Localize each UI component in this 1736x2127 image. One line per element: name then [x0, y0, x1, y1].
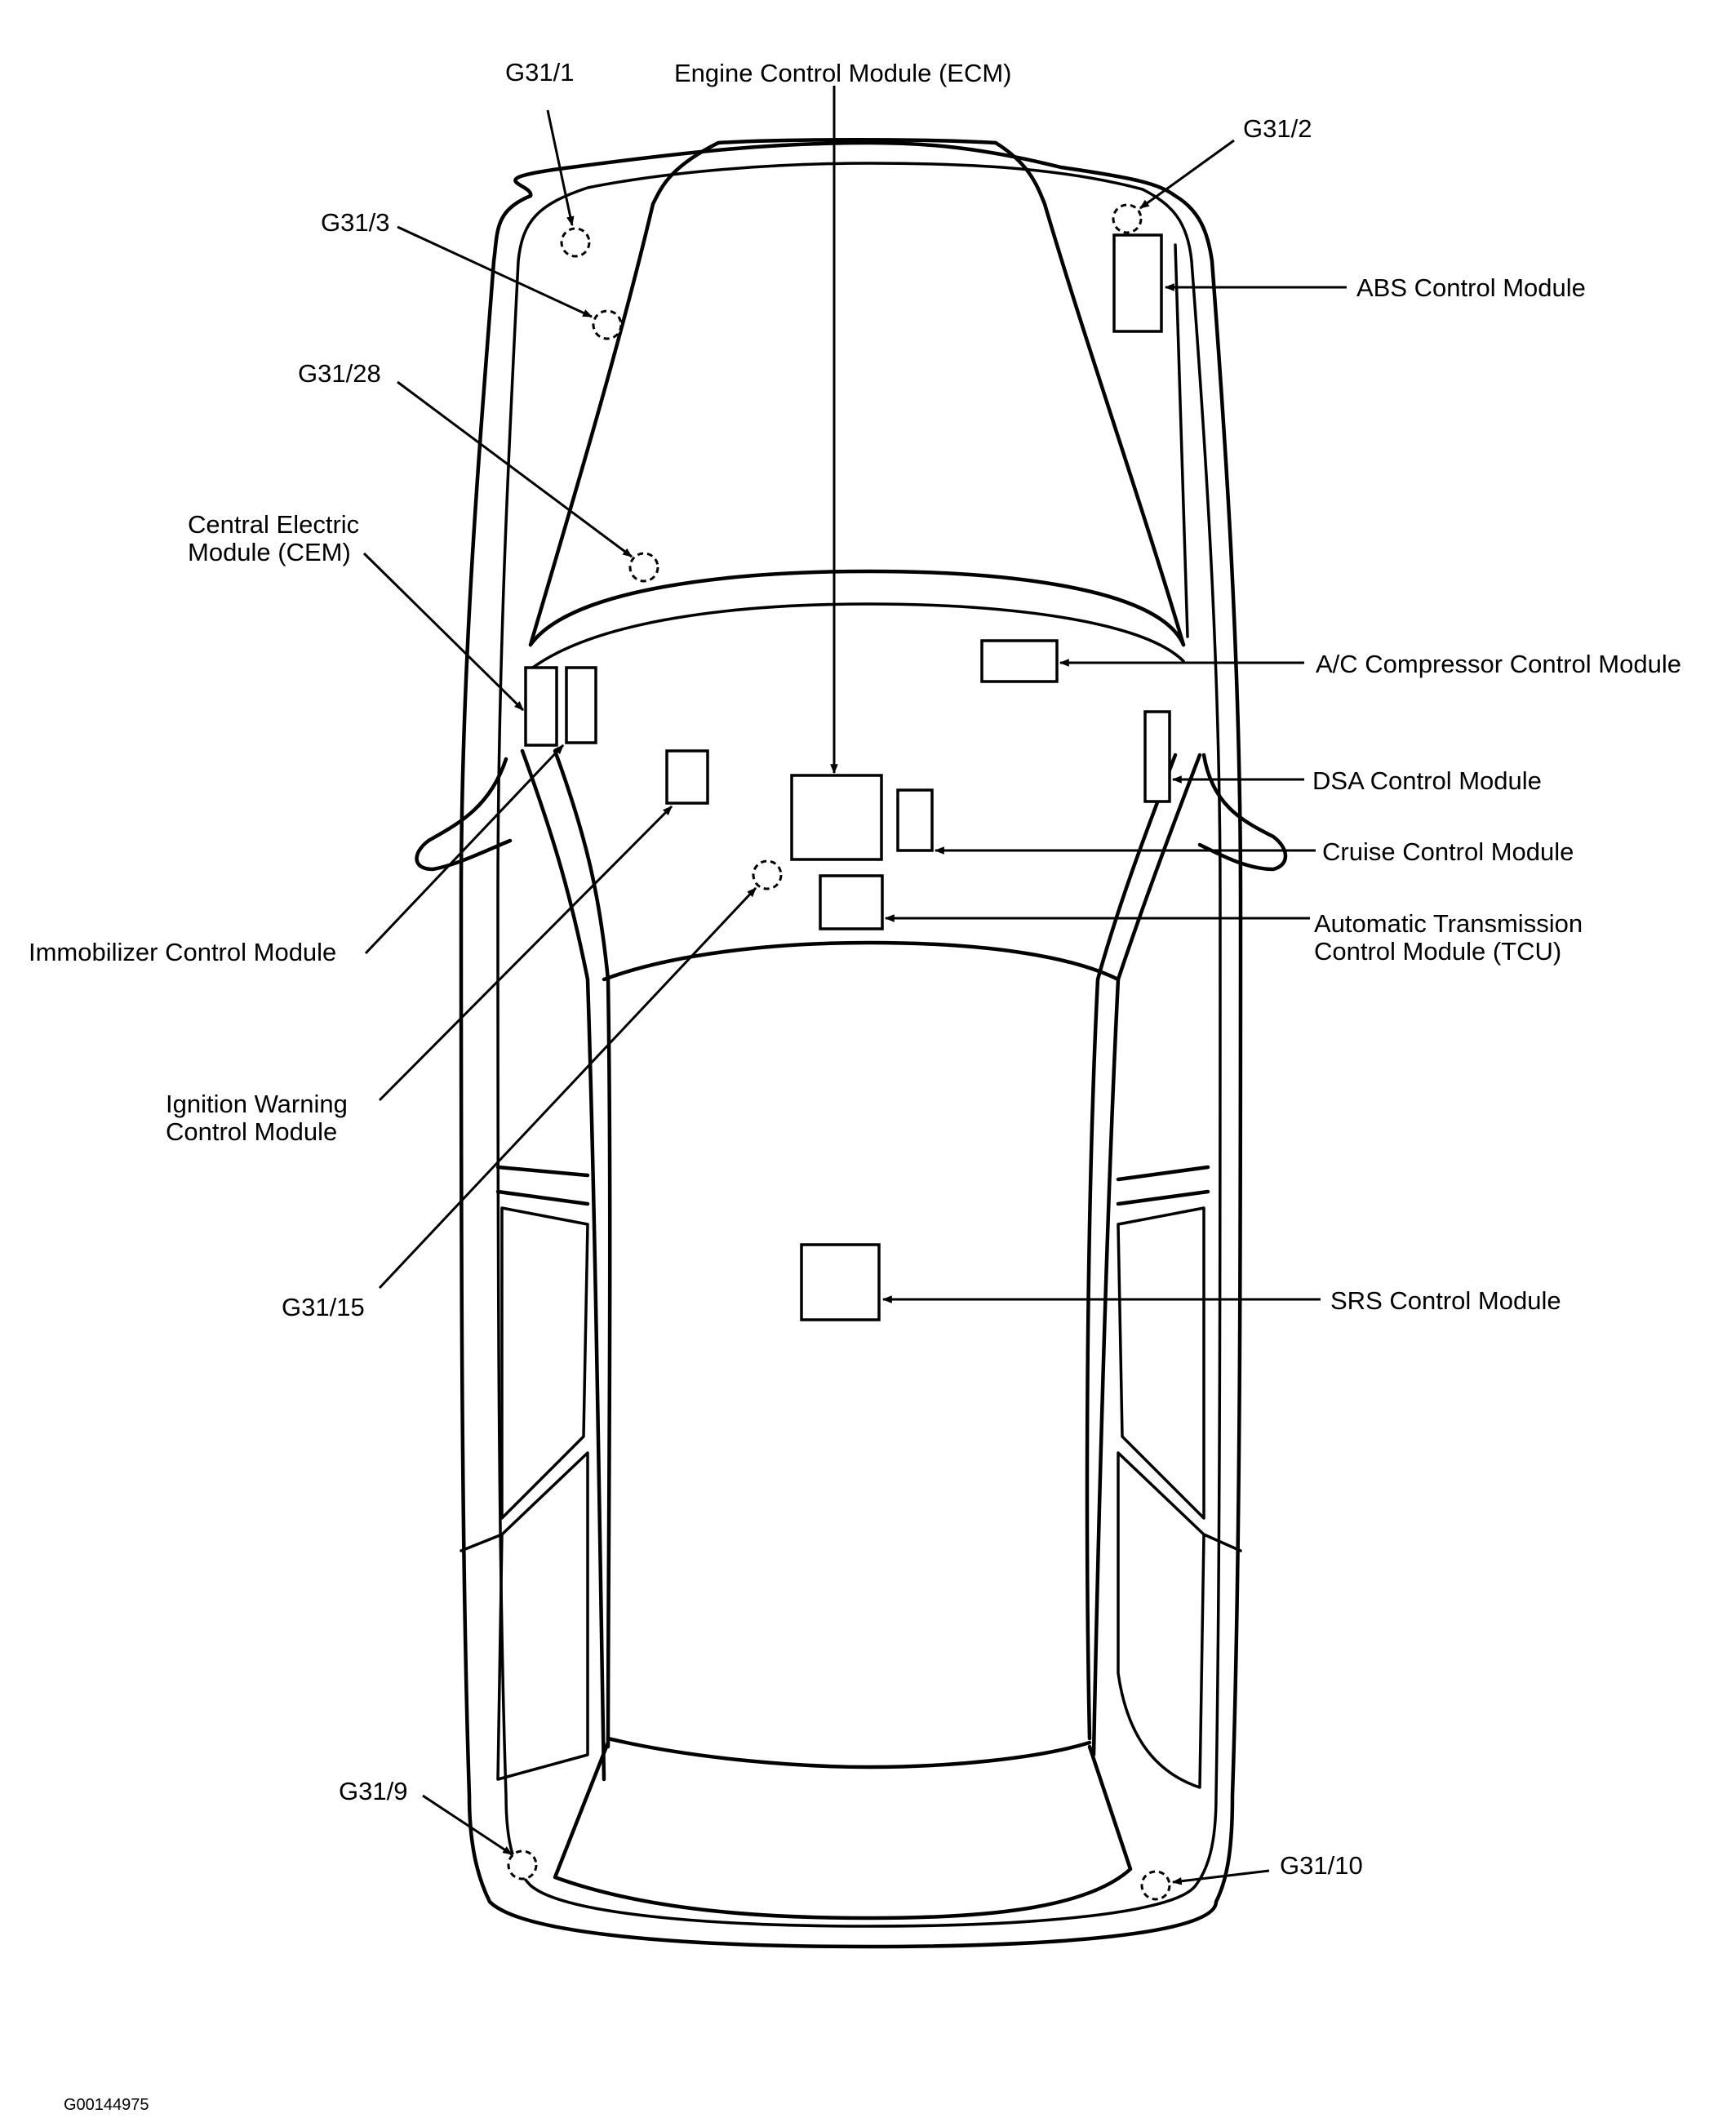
ground-g31-2: [1112, 203, 1143, 234]
leader-g31-3: [397, 225, 593, 318]
label-cem-line1: Central Electric: [188, 510, 359, 539]
car-outline: [415, 138, 1288, 1949]
right-rocker-line: [1202, 1533, 1242, 1552]
right-rear-door: [1117, 1451, 1205, 1789]
figure-code: G00144975: [64, 2096, 149, 2114]
leader-g31-15: [378, 886, 757, 1290]
ground-g31-10: [1140, 1870, 1171, 1901]
modules: [524, 233, 1171, 1321]
right-rail-inner: [1085, 753, 1178, 1741]
leader-g31-10: [1171, 1869, 1270, 1885]
leader-lines: [362, 86, 1347, 1885]
label-tcu-line1: Automatic Transmission: [1314, 909, 1583, 938]
right-b-pillar: [1116, 1165, 1210, 1206]
label-cem-line2: Module (CEM): [188, 538, 351, 566]
hood-right-edge: [993, 140, 1186, 647]
cem-box-left: [524, 666, 558, 747]
ground-g31-3: [592, 309, 623, 340]
left-rail-inner: [553, 748, 612, 1749]
label-g31-2: G31/2: [1243, 114, 1312, 143]
cowl-outer: [528, 569, 1186, 647]
label-cruise: Cruise Control Module: [1322, 837, 1574, 866]
roof-front-edge: [602, 940, 1121, 982]
ecm-box: [790, 774, 883, 861]
left-rocker-line: [460, 1533, 504, 1552]
immobilizer-module-box: [665, 749, 709, 805]
cowl-inner: [529, 602, 1185, 671]
label-ignition-line1: Ignition Warning: [166, 1090, 348, 1118]
right-rail-outer: [1091, 753, 1202, 1757]
label-g31-15: G31/15: [282, 1293, 365, 1321]
leader-g31-2: [1139, 139, 1235, 210]
trunk-lid: [553, 1740, 1133, 1921]
fender-right-line: [1174, 243, 1189, 638]
left-mirror: [415, 757, 513, 872]
leader-cem: [362, 552, 525, 712]
leader-immobilizer: [364, 744, 565, 955]
dsa-module-box: [1143, 710, 1171, 803]
left-rear-door: [496, 1451, 589, 1781]
label-srs: SRS Control Module: [1330, 1286, 1561, 1315]
car-body-outer: [459, 140, 1243, 1949]
ground-g31-1: [560, 227, 591, 258]
rear-window-top: [606, 1736, 1092, 1770]
right-mirror: [1197, 753, 1288, 872]
left-front-door: [500, 1206, 589, 1520]
cruise-module-box: [896, 788, 934, 852]
label-g31-3: G31/3: [321, 208, 389, 237]
ground-g31-9: [507, 1849, 538, 1881]
left-rail-outer: [520, 748, 606, 1782]
ground-points: [507, 203, 1171, 1901]
tcu-box: [819, 874, 884, 930]
abs-module-box: [1112, 233, 1163, 333]
label-tcu-line2: Control Module (TCU): [1314, 937, 1561, 966]
cem-box-right: [565, 666, 597, 744]
car-body-inner: [496, 162, 1222, 1928]
left-b-pillar: [495, 1165, 590, 1206]
hood-top-edge: [716, 138, 998, 145]
right-front-door: [1117, 1206, 1205, 1520]
labels: Engine Control Module (ECM) G31/1 G31/2 …: [29, 58, 1681, 2114]
leader-ignition: [378, 805, 673, 1102]
ground-g31-28: [628, 552, 659, 583]
label-immobilizer: Immobilizer Control Module: [29, 938, 336, 966]
label-ignition-line2: Control Module: [166, 1117, 337, 1146]
srs-module-box: [800, 1243, 881, 1321]
label-ac: A/C Compressor Control Module: [1316, 650, 1681, 678]
hood-left-edge: [528, 140, 721, 647]
label-g31-1: G31/1: [505, 58, 574, 87]
leader-g31-1: [546, 109, 575, 227]
ground-g31-15: [752, 859, 783, 890]
label-abs: ABS Control Module: [1356, 273, 1586, 302]
leader-g31-28: [397, 380, 633, 558]
leader-g31-9: [422, 1794, 513, 1856]
label-g31-10: G31/10: [1280, 1851, 1363, 1880]
label-g31-9: G31/9: [339, 1777, 407, 1805]
label-ecm: Engine Control Module (ECM): [674, 59, 1012, 87]
ac-module-box: [980, 639, 1059, 683]
label-dsa: DSA Control Module: [1312, 766, 1542, 795]
label-g31-28: G31/28: [298, 359, 381, 388]
